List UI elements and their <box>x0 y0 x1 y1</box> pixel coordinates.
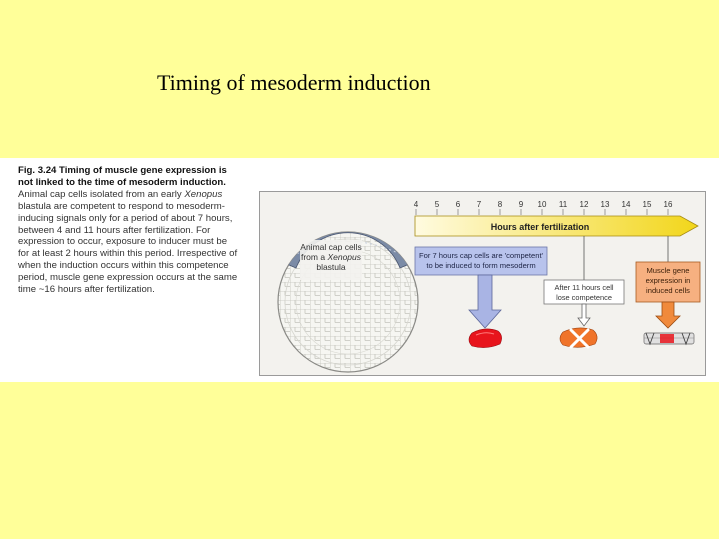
tick-6: 6 <box>456 200 461 209</box>
svg-text:blastula: blastula <box>316 262 346 272</box>
blastula <box>277 231 419 373</box>
caption-species: Xenopus <box>184 188 223 200</box>
competence-arrow <box>468 274 502 329</box>
blastula-label: Animal cap cells from a Xenopus blastula <box>300 242 361 272</box>
competence-text-2: to be induced to form mesoderm <box>426 261 535 270</box>
timeline-label: Hours after fertilization <box>491 222 590 232</box>
figure-panel: Animal cap cells from a Xenopus blastula… <box>259 191 706 376</box>
competence-box <box>414 246 548 276</box>
tick-marks <box>415 209 669 215</box>
figure-band: Fig. 3.24 Timing of muscle gene expressi… <box>0 158 719 382</box>
tick-13: 13 <box>601 200 610 209</box>
tick-4: 4 <box>414 200 419 209</box>
tick-8: 8 <box>498 200 503 209</box>
muscle-expression-box <box>635 261 701 303</box>
tick-5: 5 <box>435 200 440 209</box>
slide-title: Timing of mesoderm induction <box>157 70 431 95</box>
non-competent-cap <box>559 327 598 349</box>
muscle-text-3: induced cells <box>646 286 690 295</box>
tick-16: 16 <box>664 200 673 209</box>
tick-9: 9 <box>519 200 524 209</box>
induced-cap-red <box>468 328 502 348</box>
muscle-text-1: Muscle gene <box>646 266 689 275</box>
tick-11: 11 <box>559 200 568 209</box>
tick-14: 14 <box>622 200 631 209</box>
cross-icon <box>569 328 590 349</box>
caption-body-2: blastula are competent to respond to mes… <box>18 200 238 296</box>
caption-body-1: Animal cap cells isolated from an early <box>18 188 185 200</box>
tick-10: 10 <box>538 200 547 209</box>
figure-caption: Fig. 3.24 Timing of muscle gene expressi… <box>18 165 240 296</box>
competence-loss-arrow <box>577 303 591 327</box>
svg-text:from a Xenopus: from a Xenopus <box>301 252 362 262</box>
muscle-cells <box>643 332 695 346</box>
tick-12: 12 <box>580 200 589 209</box>
svg-text:Animal cap cells: Animal cap cells <box>300 242 361 252</box>
competence-text-1: For 7 hours cap cells are 'competent' <box>419 251 544 260</box>
competence-loss-box <box>543 279 625 305</box>
tick-15: 15 <box>643 200 652 209</box>
timeline-arrow <box>414 215 699 237</box>
competence-loss-text-1: After 11 hours cell <box>554 283 613 292</box>
muscle-arrow <box>655 301 681 329</box>
timeline-ticks: 4 5 6 7 8 9 10 11 12 13 14 15 16 <box>414 200 673 209</box>
caption-heading: Fig. 3.24 Timing of muscle gene expressi… <box>18 165 227 188</box>
muscle-text-2: expression in <box>646 276 691 285</box>
competence-loss-text-2: lose competence <box>556 293 612 302</box>
figure-illustration: Animal cap cells from a Xenopus blastula… <box>277 200 701 373</box>
tick-7: 7 <box>477 200 482 209</box>
